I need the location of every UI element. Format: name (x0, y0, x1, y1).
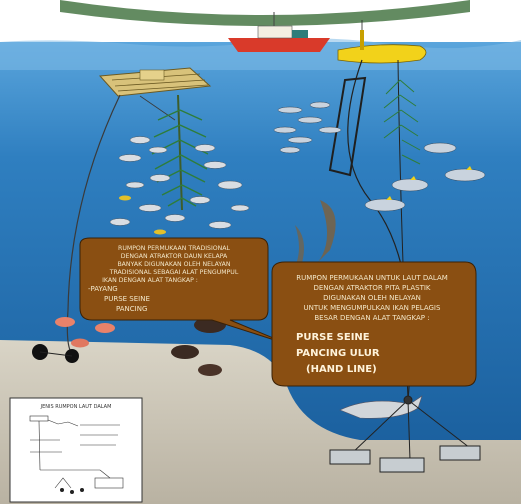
left-bubble-line-4: TRADISIONAL SEBAGAI ALAT PENGUMPUL (109, 269, 239, 276)
left-bubble-line-2: DENGAN ATRAKTOR DAUN KELAPA (121, 253, 228, 260)
right-bubble-gear-3: (HAND LINE) (306, 364, 377, 375)
right-bubble-gear-1: PURSE SEINE (296, 332, 370, 343)
inset-schematic: JENIS RUMPON LAUT DALAM (10, 398, 142, 502)
left-bubble-line-3: BANYAK DIGUNAKAN OLEH NELAYAN (117, 261, 230, 268)
right-bubble-line-1: RUMPON PERMUKAAN UNTUK LAUT DALAM (296, 274, 448, 282)
right-bubble-line-4: UNTUK MENGUMPULKAN IKAN PELAGIS (304, 304, 441, 312)
inset-title: JENIS RUMPON LAUT DALAM (40, 404, 112, 410)
left-bubble-gear-2: PURSE SEINE (104, 295, 150, 303)
left-bubble-line-5: IKAN DENGAN ALAT TANGKAP : (102, 277, 198, 284)
left-bubble-line-1: RUMPON PERMUKAAN TRADISIONAL (118, 245, 230, 252)
left-bubble-gear-3: PANCING (116, 305, 147, 313)
right-bubble-line-5: BESAR DENGAN ALAT TANGKAP : (314, 314, 429, 322)
left-bubble-gear-1: -PAYANG (88, 285, 118, 293)
right-bubble-gear-2: PANCING ULUR (296, 348, 380, 359)
right-bubble-line-3: DIGUNAKAN OLEH NELAYAN (323, 294, 421, 302)
right-bubble-line-2: DENGAN ATRAKTOR PITA PLASTIK (313, 284, 430, 292)
right-info-bubble: RUMPON PERMUKAAN UNTUK LAUT DALAM DENGAN… (272, 262, 476, 386)
